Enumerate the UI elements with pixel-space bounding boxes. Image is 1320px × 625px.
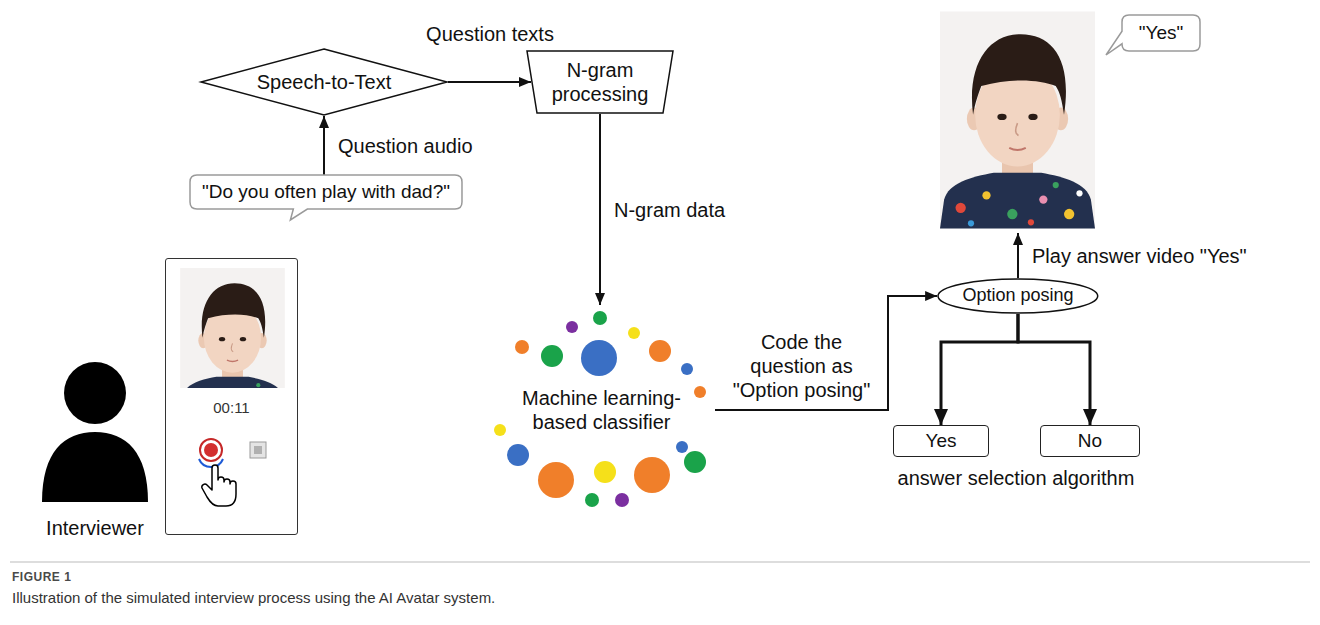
flow-arrow — [323, 116, 325, 175]
child-portrait — [180, 268, 285, 415]
node-text: N-gram processing — [544, 58, 656, 106]
classifier-cluster: Machine learning-based classifier — [488, 305, 715, 515]
record-button-ring — [200, 439, 222, 461]
flow-arrow — [1018, 314, 1090, 425]
classifier-dot — [494, 424, 506, 436]
classifier-dot — [681, 363, 693, 375]
edge-label: Question audio — [338, 134, 473, 158]
node-text: Machine learning-based classifier — [512, 386, 692, 434]
classifier-dot — [649, 340, 671, 362]
classifier-dot — [541, 345, 563, 367]
press-highlight — [199, 459, 223, 467]
decision-ellipse: Option posing — [937, 278, 1099, 314]
figure-caption: Illustration of the simulated interview … — [12, 589, 495, 607]
record-button — [204, 443, 218, 457]
classifier-cluster-outline — [488, 305, 715, 515]
phone-child-photo — [180, 268, 285, 415]
classifier-dot — [694, 386, 706, 398]
process-diamond: Speech-to-Text — [200, 48, 448, 116]
node-text: No — [1078, 430, 1102, 453]
phone-screen: 00:11 — [165, 258, 298, 535]
action-label: Play answer video "Yes" — [1032, 244, 1247, 268]
interviewer-body — [42, 432, 148, 502]
ellipse-shape — [938, 279, 1098, 313]
answer-box: No — [1040, 425, 1140, 457]
classifier-dot — [628, 327, 640, 339]
classifier-dot — [515, 340, 529, 354]
node-text: Option posing — [962, 285, 1073, 307]
bubble-shape — [1106, 15, 1200, 55]
connector-group — [324, 82, 1090, 425]
classifier-dot — [684, 451, 706, 473]
classifier-dot — [676, 441, 688, 453]
answer-box: Yes — [893, 425, 989, 457]
trapezoid-shape — [527, 51, 673, 113]
avatar-photo — [940, 12, 1095, 229]
classifier-dot — [581, 340, 617, 376]
bubble-shape — [190, 175, 462, 220]
speech-bubble: "Do you often play with dad?" — [190, 175, 462, 209]
node-text: "Do you often play with dad?" — [202, 181, 450, 204]
hand-cursor — [202, 465, 236, 506]
group-label: answer selection algorithm — [898, 466, 1135, 490]
diamond-shape — [201, 49, 447, 115]
classifier-dot — [615, 493, 629, 507]
flow-arrow — [941, 314, 1018, 425]
stop-button — [250, 442, 266, 458]
play-answer-arrow — [1017, 233, 1019, 278]
edge-label: Code the question as "Option posing" — [723, 330, 881, 402]
classifier-dot — [507, 444, 529, 466]
figure-number: FIGURE 1 — [12, 570, 71, 584]
classifier-dot — [594, 461, 616, 483]
caption-rule — [10, 562, 1310, 563]
classifier-dot — [585, 493, 599, 507]
node-text: Speech-to-Text — [257, 70, 392, 94]
flow-arrow — [448, 81, 531, 83]
child-portrait — [940, 12, 1095, 229]
classifier-dot — [593, 311, 607, 325]
stop-button-icon — [254, 446, 262, 454]
node-text: 00:11 — [213, 399, 249, 417]
speech-bubble: "Yes" — [1122, 15, 1200, 51]
classifier-dot — [634, 457, 670, 493]
role-label: Interviewer — [46, 516, 144, 540]
classifier-dot — [566, 321, 578, 333]
classifier-dot — [538, 462, 574, 498]
edge-label: Question texts — [426, 22, 554, 46]
edge-label: N-gram data — [614, 198, 725, 222]
interviewer-head — [64, 362, 126, 424]
node-text: Yes — [926, 430, 957, 453]
process-trapezoid: N-gram processing — [526, 50, 674, 114]
node-text: "Yes" — [1139, 22, 1184, 45]
flow-arrow — [599, 114, 601, 305]
flow-arrow — [715, 296, 937, 410]
